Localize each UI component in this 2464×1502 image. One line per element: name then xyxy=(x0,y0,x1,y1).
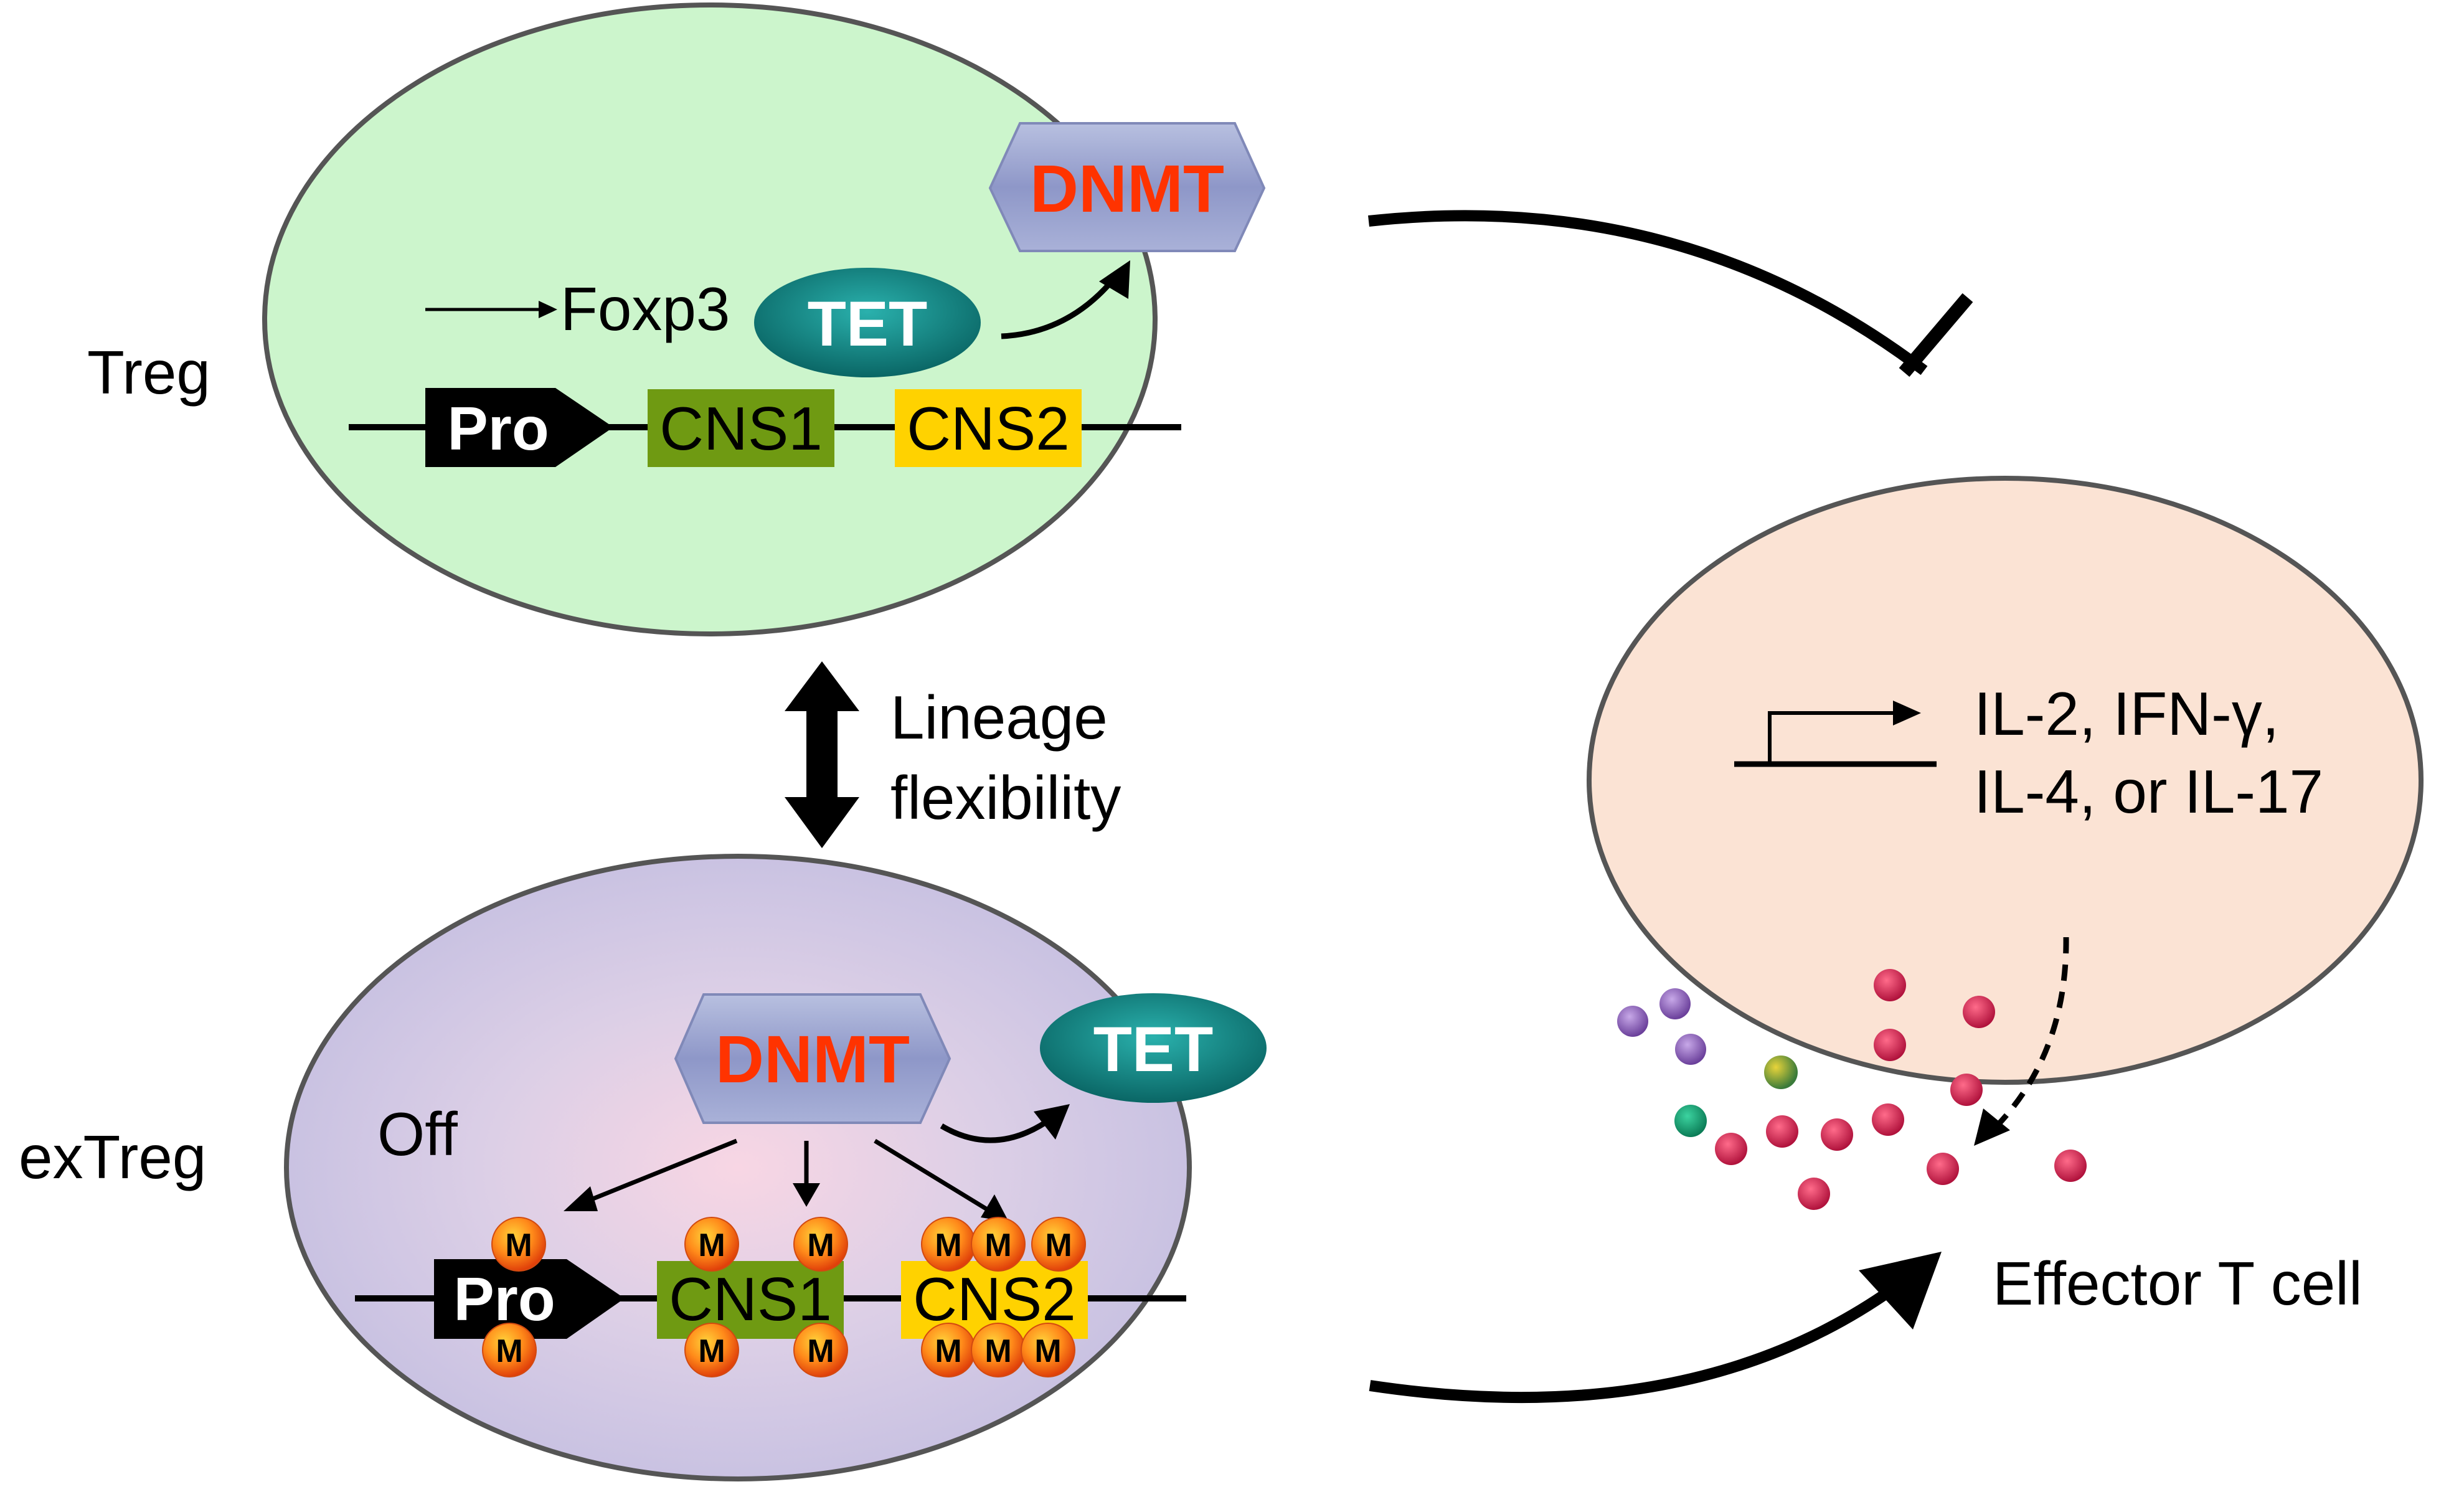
cytokine-dot xyxy=(2054,1150,2087,1182)
methyl-mark-label: M xyxy=(984,1333,1011,1369)
methyl-mark-label: M xyxy=(984,1227,1011,1263)
extreg-cns2-label: CNS2 xyxy=(913,1265,1075,1333)
cytokine-dot xyxy=(1872,1103,1904,1136)
secretion-dashed-arrowhead xyxy=(1974,1108,2010,1146)
treg-tet-label: TET xyxy=(808,288,928,359)
extreg-pro-arrow xyxy=(434,1259,625,1339)
extreg-cns1-label: CNS1 xyxy=(669,1265,831,1333)
cytokine-dots xyxy=(1617,969,2087,1210)
dnmt-to-cns1-arrowhead xyxy=(793,1183,820,1207)
treg-cns2-box xyxy=(895,389,1082,467)
methyl-mark: M xyxy=(793,1323,848,1377)
off-label: Off xyxy=(377,1100,458,1168)
extreg-label: exTreg xyxy=(19,1123,206,1191)
methyl-mark: M xyxy=(684,1323,739,1377)
cytokine-dot xyxy=(1674,1105,1707,1137)
methyl-mark: M xyxy=(482,1323,537,1377)
methyl-mark-label: M xyxy=(935,1227,961,1263)
cytokines-line1: IL-2, IFN-γ, xyxy=(1974,679,2279,748)
cytokine-dot xyxy=(1659,988,1691,1019)
methyl-mark: M xyxy=(684,1217,739,1272)
secretion-dashed-arrow xyxy=(1993,937,2069,1130)
treg-cell-membrane xyxy=(262,2,1158,636)
effector-label: Effector T cell xyxy=(1993,1249,2363,1318)
methyl-mark: M xyxy=(1031,1217,1086,1272)
effector-cell-membrane xyxy=(1587,476,2424,1085)
treg-pro-arrow xyxy=(425,388,613,467)
methyl-mark: M xyxy=(1021,1323,1075,1377)
cytokine-dot xyxy=(1675,1034,1706,1065)
extreg-tet-label: TET xyxy=(1093,1014,1214,1085)
treg-dnmt-label: DNMT xyxy=(1030,151,1224,226)
treg-cell: DNMT TET Foxp3 Pro CNS1 CNS2 xyxy=(262,2,1266,636)
treg-dnmt-hexagon xyxy=(988,122,1266,252)
extreg-dnmt-to-tet-arrowhead xyxy=(1034,1104,1070,1140)
cytokines-line2: IL-4, or IL-17 xyxy=(1974,757,2323,826)
treg-pro-label: Pro xyxy=(447,394,549,463)
treg-tet-ellipse xyxy=(754,268,981,377)
dnmt-to-pro-arrow xyxy=(584,1138,738,1204)
extreg-activation-curve xyxy=(1369,1290,1887,1404)
methyl-mark: M xyxy=(971,1217,1026,1272)
methyl-mark-label: M xyxy=(807,1333,834,1369)
methyl-mark-label: M xyxy=(1034,1333,1061,1369)
methyl-mark-label: M xyxy=(1045,1227,1072,1263)
foxp3-label: Foxp3 xyxy=(560,275,730,343)
extreg-dnmt-to-tet-arrow xyxy=(940,1115,1054,1143)
methyl-mark-label: M xyxy=(698,1333,725,1369)
treg-tet-to-dnmt-arrowhead xyxy=(1099,260,1130,299)
treg-cns1-label: CNS1 xyxy=(659,394,822,463)
lineage-label-line1: Lineage xyxy=(890,683,1108,752)
cytokine-dot xyxy=(1927,1153,1959,1185)
extreg-dnmt-hexagon xyxy=(674,993,951,1124)
methyl-mark: M xyxy=(793,1217,848,1272)
extreg-tet-ellipse xyxy=(1040,993,1267,1103)
treg-tet-to-dnmt-arrow xyxy=(1001,272,1120,339)
dnmt-to-cns2-arrowhead xyxy=(981,1194,1009,1222)
methyl-mark: M xyxy=(921,1323,976,1377)
cytokine-dot xyxy=(1821,1118,1853,1151)
cytokine-dot xyxy=(1874,1029,1906,1061)
inhibition-bar xyxy=(1899,293,1973,377)
cytokine-dot xyxy=(1950,1074,1983,1106)
dnmt-to-pro-arrowhead xyxy=(564,1186,598,1211)
cytokine-dot xyxy=(1715,1133,1747,1165)
treg-cns2-label: CNS2 xyxy=(907,394,1069,463)
lineage-double-arrow xyxy=(785,661,859,848)
methyl-mark-label: M xyxy=(807,1227,834,1263)
methyl-mark: M xyxy=(491,1217,546,1272)
cytokine-dot xyxy=(1798,1178,1830,1210)
treg-inhibition-curve xyxy=(1368,210,1928,376)
methyl-mark: M xyxy=(921,1217,976,1272)
methyl-mark-label: M xyxy=(698,1227,725,1263)
cytokine-dot xyxy=(1766,1115,1798,1148)
cytokine-dot xyxy=(1963,996,1995,1028)
extreg-pro-label: Pro xyxy=(453,1265,555,1333)
lineage-label-line2: flexibility xyxy=(890,763,1121,832)
treg-label: Treg xyxy=(87,338,210,407)
cytokine-dot xyxy=(1617,1006,1648,1037)
effector-cell: IL-2, IFN-γ, IL-4, or IL-17 xyxy=(1587,476,2424,1085)
dnmt-to-cns2-arrow xyxy=(874,1139,991,1213)
methyl-mark: M xyxy=(971,1323,1026,1377)
treg-cns1-box xyxy=(648,389,834,467)
cytokine-dot xyxy=(1764,1056,1798,1089)
methyl-mark-label: M xyxy=(496,1333,522,1369)
cytokine-dot xyxy=(1874,969,1906,1001)
methyl-mark-label: M xyxy=(935,1333,961,1369)
extreg-activation-arrowhead xyxy=(1859,1252,1942,1330)
foxp3-arrowhead xyxy=(539,301,557,318)
extreg-dnmt-label: DNMT xyxy=(715,1021,910,1097)
effector-promoter-arrowhead xyxy=(1893,701,1921,725)
effector-promoter-arrow xyxy=(1768,711,1896,764)
methyl-mark-label: M xyxy=(505,1227,532,1263)
